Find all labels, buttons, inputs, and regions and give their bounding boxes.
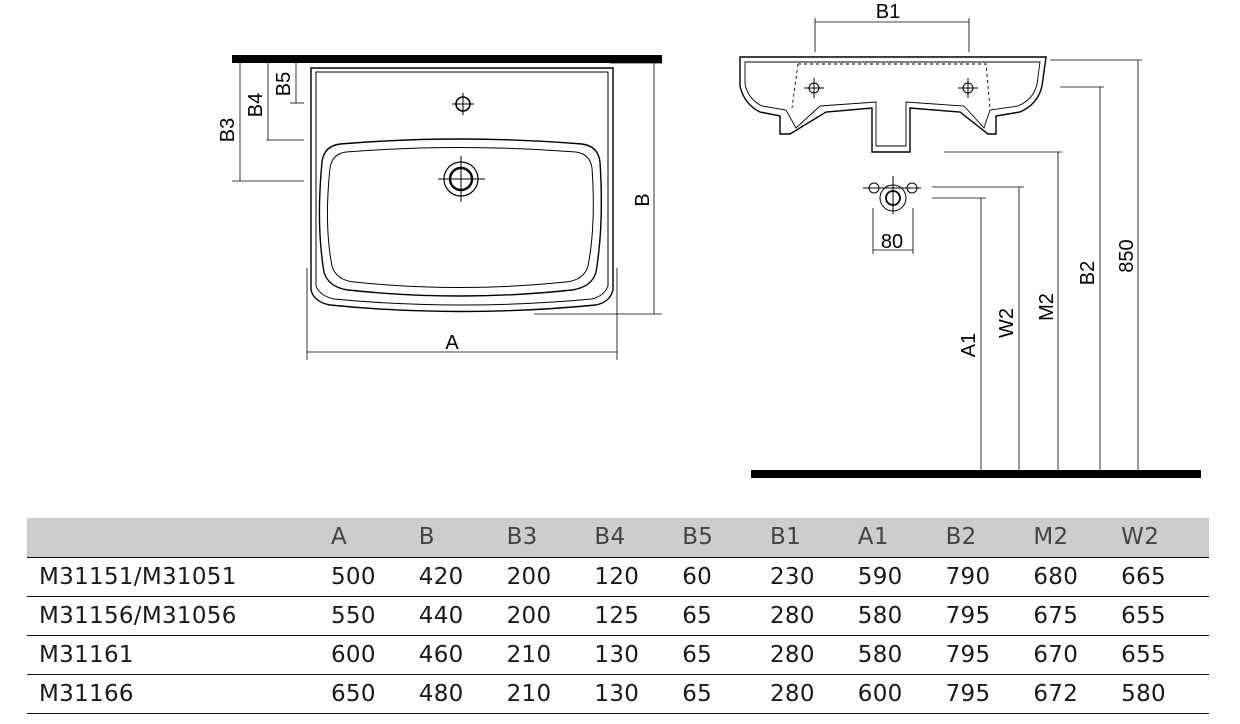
cell-a1: 580 xyxy=(857,641,903,668)
header-b: B xyxy=(418,524,435,551)
label-b5: B5 xyxy=(273,72,295,96)
label-w2: W2 xyxy=(996,308,1018,338)
cell-a: 550 xyxy=(331,602,376,629)
basin-section xyxy=(739,56,1047,153)
cell-b1: 280 xyxy=(769,680,815,707)
cell-m2: 675 xyxy=(1033,602,1079,629)
cell-b3: 210 xyxy=(506,641,552,668)
header-b5: B5 xyxy=(682,524,714,551)
cell-b1: 230 xyxy=(769,563,815,590)
cell-b4: 130 xyxy=(594,680,640,707)
table-row: M31166 650 480 210 130 65 280 600 795 67… xyxy=(27,674,1209,713)
cell-m2: 680 xyxy=(1033,563,1079,590)
basin-inner-rim xyxy=(315,71,609,306)
technical-drawing: A B B3 B4 B5 B1 80 A1 W2 M2 B2 850 xyxy=(217,1,1201,478)
cell-m2: 672 xyxy=(1033,680,1079,707)
label-b2: B2 xyxy=(1077,261,1099,285)
cell-b4: 125 xyxy=(594,602,640,629)
header-b1: B1 xyxy=(769,524,801,551)
side-view xyxy=(739,18,1201,478)
cell-b3: 210 xyxy=(506,680,552,707)
bowl-inner xyxy=(326,147,594,288)
cell-b5: 65 xyxy=(682,602,713,629)
label-b4: B4 xyxy=(245,93,267,117)
header-model xyxy=(27,518,331,557)
cell-b4: 130 xyxy=(594,641,640,668)
cell-a1: 600 xyxy=(857,680,903,707)
cell-w2: 655 xyxy=(1121,602,1166,629)
header-m2: M2 xyxy=(1033,524,1069,551)
label-m2: M2 xyxy=(1036,293,1058,321)
cell-b4: 120 xyxy=(594,563,640,590)
cell-w2: 665 xyxy=(1121,563,1166,590)
cell-model: M31166 xyxy=(39,680,134,707)
cell-w2: 580 xyxy=(1121,680,1166,707)
header-b2: B2 xyxy=(945,524,977,551)
cell-b: 460 xyxy=(418,641,464,668)
floor-bar xyxy=(751,470,1201,478)
cell-b2: 795 xyxy=(945,680,991,707)
cell-a1: 590 xyxy=(857,563,903,590)
table-row: M31156/M31056 550 440 200 125 65 280 580… xyxy=(27,596,1209,635)
basin-outline xyxy=(310,67,614,313)
header-w2: W2 xyxy=(1121,524,1160,551)
header-a: A xyxy=(331,524,348,551)
basin-section-inner xyxy=(744,61,1041,147)
label-a1: A1 xyxy=(958,333,980,357)
front-view xyxy=(232,55,662,360)
basin-hidden-line xyxy=(791,63,991,109)
table-row: M31161 600 460 210 130 65 280 580 795 67… xyxy=(27,635,1209,674)
dimensions-table: A B B3 B4 B5 B1 A1 B2 M2 W2 M31151/M3105… xyxy=(27,518,1209,714)
cell-model: M31161 xyxy=(39,641,134,668)
label-b: B xyxy=(632,193,654,206)
cell-b2: 795 xyxy=(945,602,991,629)
label-a: A xyxy=(445,332,459,354)
cell-b2: 795 xyxy=(945,641,991,668)
label-b3: B3 xyxy=(217,118,239,142)
cell-b3: 200 xyxy=(506,602,552,629)
cell-a1: 580 xyxy=(857,602,903,629)
cell-b: 440 xyxy=(418,602,464,629)
cell-a: 500 xyxy=(331,563,376,590)
label-b1: B1 xyxy=(876,1,900,23)
cell-b1: 280 xyxy=(769,641,815,668)
cell-b: 480 xyxy=(418,680,464,707)
cell-b1: 280 xyxy=(769,602,815,629)
trap xyxy=(863,176,921,214)
cell-b2: 790 xyxy=(945,563,991,590)
cell-a: 600 xyxy=(331,641,376,668)
bowl-outer xyxy=(318,138,603,297)
label-trap-80: 80 xyxy=(881,231,903,253)
header-b3: B3 xyxy=(506,524,538,551)
cell-model: M31151/M31051 xyxy=(39,563,237,590)
cell-m2: 670 xyxy=(1033,641,1079,668)
cell-b5: 65 xyxy=(682,680,713,707)
cell-a: 650 xyxy=(331,680,376,707)
cell-model: M31156/M31056 xyxy=(39,602,237,629)
cell-b5: 60 xyxy=(682,563,713,590)
mounting-holes xyxy=(804,78,978,98)
cell-b: 420 xyxy=(418,563,464,590)
header-b4: B4 xyxy=(594,524,626,551)
table-row: M31151/M31051 500 420 200 120 60 230 590… xyxy=(27,557,1209,596)
table-header-row: A B B3 B4 B5 B1 A1 B2 M2 W2 xyxy=(27,518,1209,557)
cell-w2: 655 xyxy=(1121,641,1166,668)
label-850: 850 xyxy=(1116,239,1138,272)
header-a1: A1 xyxy=(857,524,889,551)
cell-b5: 65 xyxy=(682,641,713,668)
cell-b3: 200 xyxy=(506,563,552,590)
wall-bar xyxy=(232,55,662,63)
